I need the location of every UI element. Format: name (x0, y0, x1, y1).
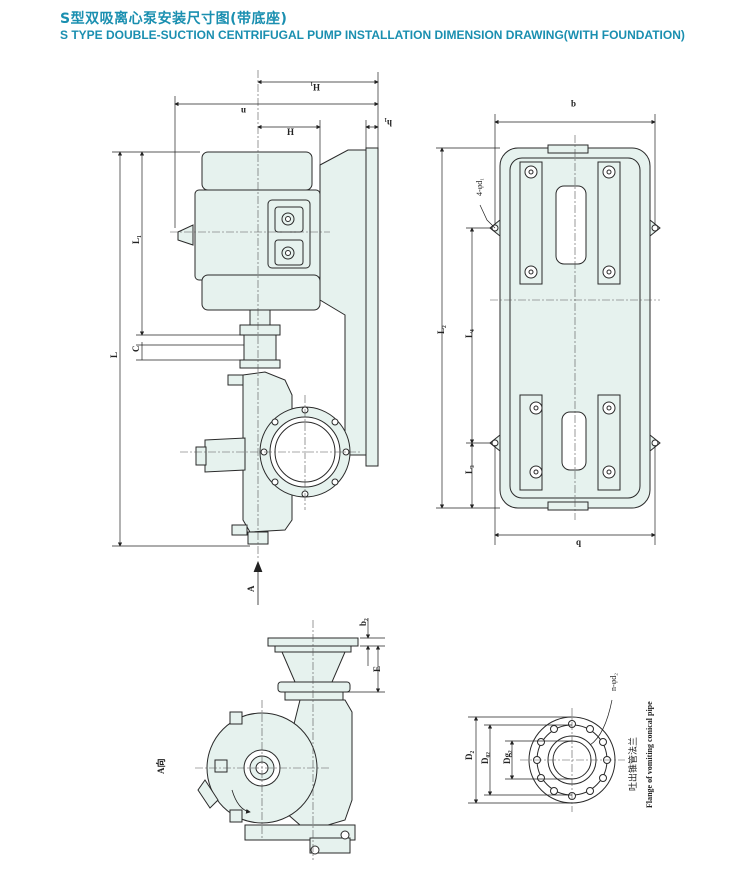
dim-h1: h₁ (384, 118, 392, 128)
dim-D02: D₀₂ (480, 752, 490, 764)
dim-L3: L₃ (464, 465, 474, 474)
dim-n-d2: n-φd₂ (609, 673, 618, 691)
dim-hole-d1: 4-φd₁ (475, 178, 484, 196)
flange-caption-en: Flange of vomiting conical pipe (645, 701, 654, 808)
label-A-direction: A向 (155, 759, 166, 775)
title-chinese: S型双吸离心泵安装尺寸图(带底座) (60, 11, 288, 27)
dim-D2: D₂ (464, 751, 474, 760)
dim-q-top: q (571, 100, 576, 110)
front-view (177, 147, 379, 545)
title-english: S TYPE DOUBLE-SUCTION CENTRIFUGAL PUMP I… (60, 28, 685, 42)
dim-L1: L₁ (131, 235, 141, 244)
label-A: A (246, 585, 256, 592)
flange-caption-cn: 吐出锥管法兰 (627, 737, 639, 791)
dim-H: H (287, 127, 294, 137)
dim-L4: L₄ (464, 329, 474, 338)
dim-C: C (131, 346, 141, 353)
dim-q-bottom: q (576, 537, 581, 547)
dim-Dg2: Dg₂ (502, 750, 512, 764)
side-view (197, 637, 359, 855)
dim-E: E (372, 666, 382, 672)
dim-L: L (109, 352, 119, 358)
dim-H1: H₁ (310, 82, 320, 92)
dim-b2: b₂ (358, 618, 368, 626)
dim-L2: L₂ (436, 325, 446, 334)
dim-n: n (241, 106, 246, 116)
